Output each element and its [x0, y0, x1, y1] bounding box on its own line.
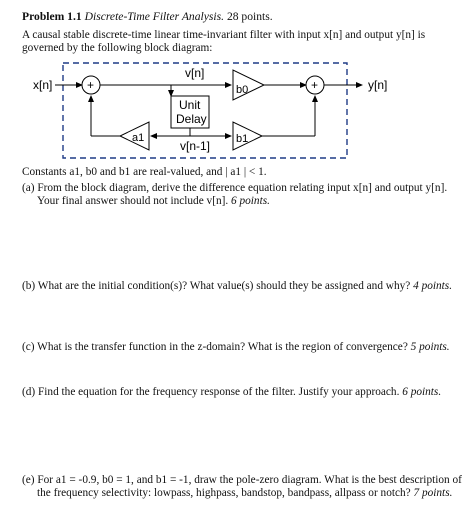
question-b-text: (b) What are the initial condition(s)? W…: [22, 280, 411, 292]
block-diagram: x[n] + v[n] b0 + y[n] Unit Delay v[n-1] …: [33, 62, 387, 159]
gain-b0-label: b0: [236, 84, 248, 96]
adder-left-sign: +: [87, 78, 94, 92]
node-bottom-label: v[n-1]: [180, 139, 210, 153]
question-d-points: 6 points.: [402, 386, 442, 398]
problem-title: Discrete-Time Filter Analysis.: [84, 10, 225, 23]
constants-note: Constants a1, b0 and b1 are real-valued,…: [22, 166, 267, 178]
filter-boundary-dashed: [62, 62, 348, 159]
question-c-points: 5 points.: [410, 341, 450, 353]
question-c-text: (c) What is the transfer function in the…: [22, 341, 408, 353]
question-b-points: 4 points.: [413, 280, 453, 292]
question-b: (b) What are the initial condition(s)? W…: [22, 280, 462, 293]
question-e-points: 7 points.: [413, 487, 453, 499]
delay-label-line1: Unit: [179, 98, 201, 112]
delay-label-line2: Delay: [176, 112, 207, 126]
gain-a1-label: a1: [132, 132, 144, 144]
gain-b1-label: b1: [236, 133, 248, 145]
question-e-line2: the frequency selectivity: lowpass, high…: [37, 487, 411, 499]
problem-points: 28 points.: [226, 10, 273, 23]
question-a-line2-wrap: Your final answer should not include v[n…: [22, 195, 462, 208]
question-d-text: (d) Find the equation for the frequency …: [22, 386, 400, 398]
problem-number: Problem 1.1: [22, 10, 82, 23]
output-label: y[n]: [368, 78, 387, 92]
input-label: x[n]: [33, 78, 52, 92]
question-e-line1: (e) For a1 = -0.9, b0 = 1, and b1 = -1, …: [22, 474, 462, 486]
question-e: (e) For a1 = -0.9, b0 = 1, and b1 = -1, …: [22, 474, 462, 500]
adder-right-sign: +: [311, 78, 318, 92]
gain-a1-triangle: [118, 121, 150, 151]
problem-intro: A causal stable discrete-time linear tim…: [22, 29, 426, 54]
problem-header: Problem 1.1 Discrete-Time Filter Analysi…: [22, 10, 462, 23]
question-a-line1: (a) From the block diagram, derive the d…: [22, 182, 448, 194]
question-c: (c) What is the transfer function in the…: [22, 341, 462, 354]
unit-delay-box: [170, 95, 210, 129]
question-a-points: 6 points.: [231, 195, 270, 207]
gain-b0-triangle: [232, 69, 266, 101]
question-a-line2: Your final answer should not include v[n…: [37, 195, 229, 207]
node-top-label: v[n]: [185, 66, 204, 80]
gain-b1-triangle: [232, 121, 264, 151]
question-e-line2-wrap: the frequency selectivity: lowpass, high…: [22, 487, 462, 500]
question-a: (a) From the block diagram, derive the d…: [22, 182, 462, 208]
question-d: (d) Find the equation for the frequency …: [22, 386, 462, 399]
